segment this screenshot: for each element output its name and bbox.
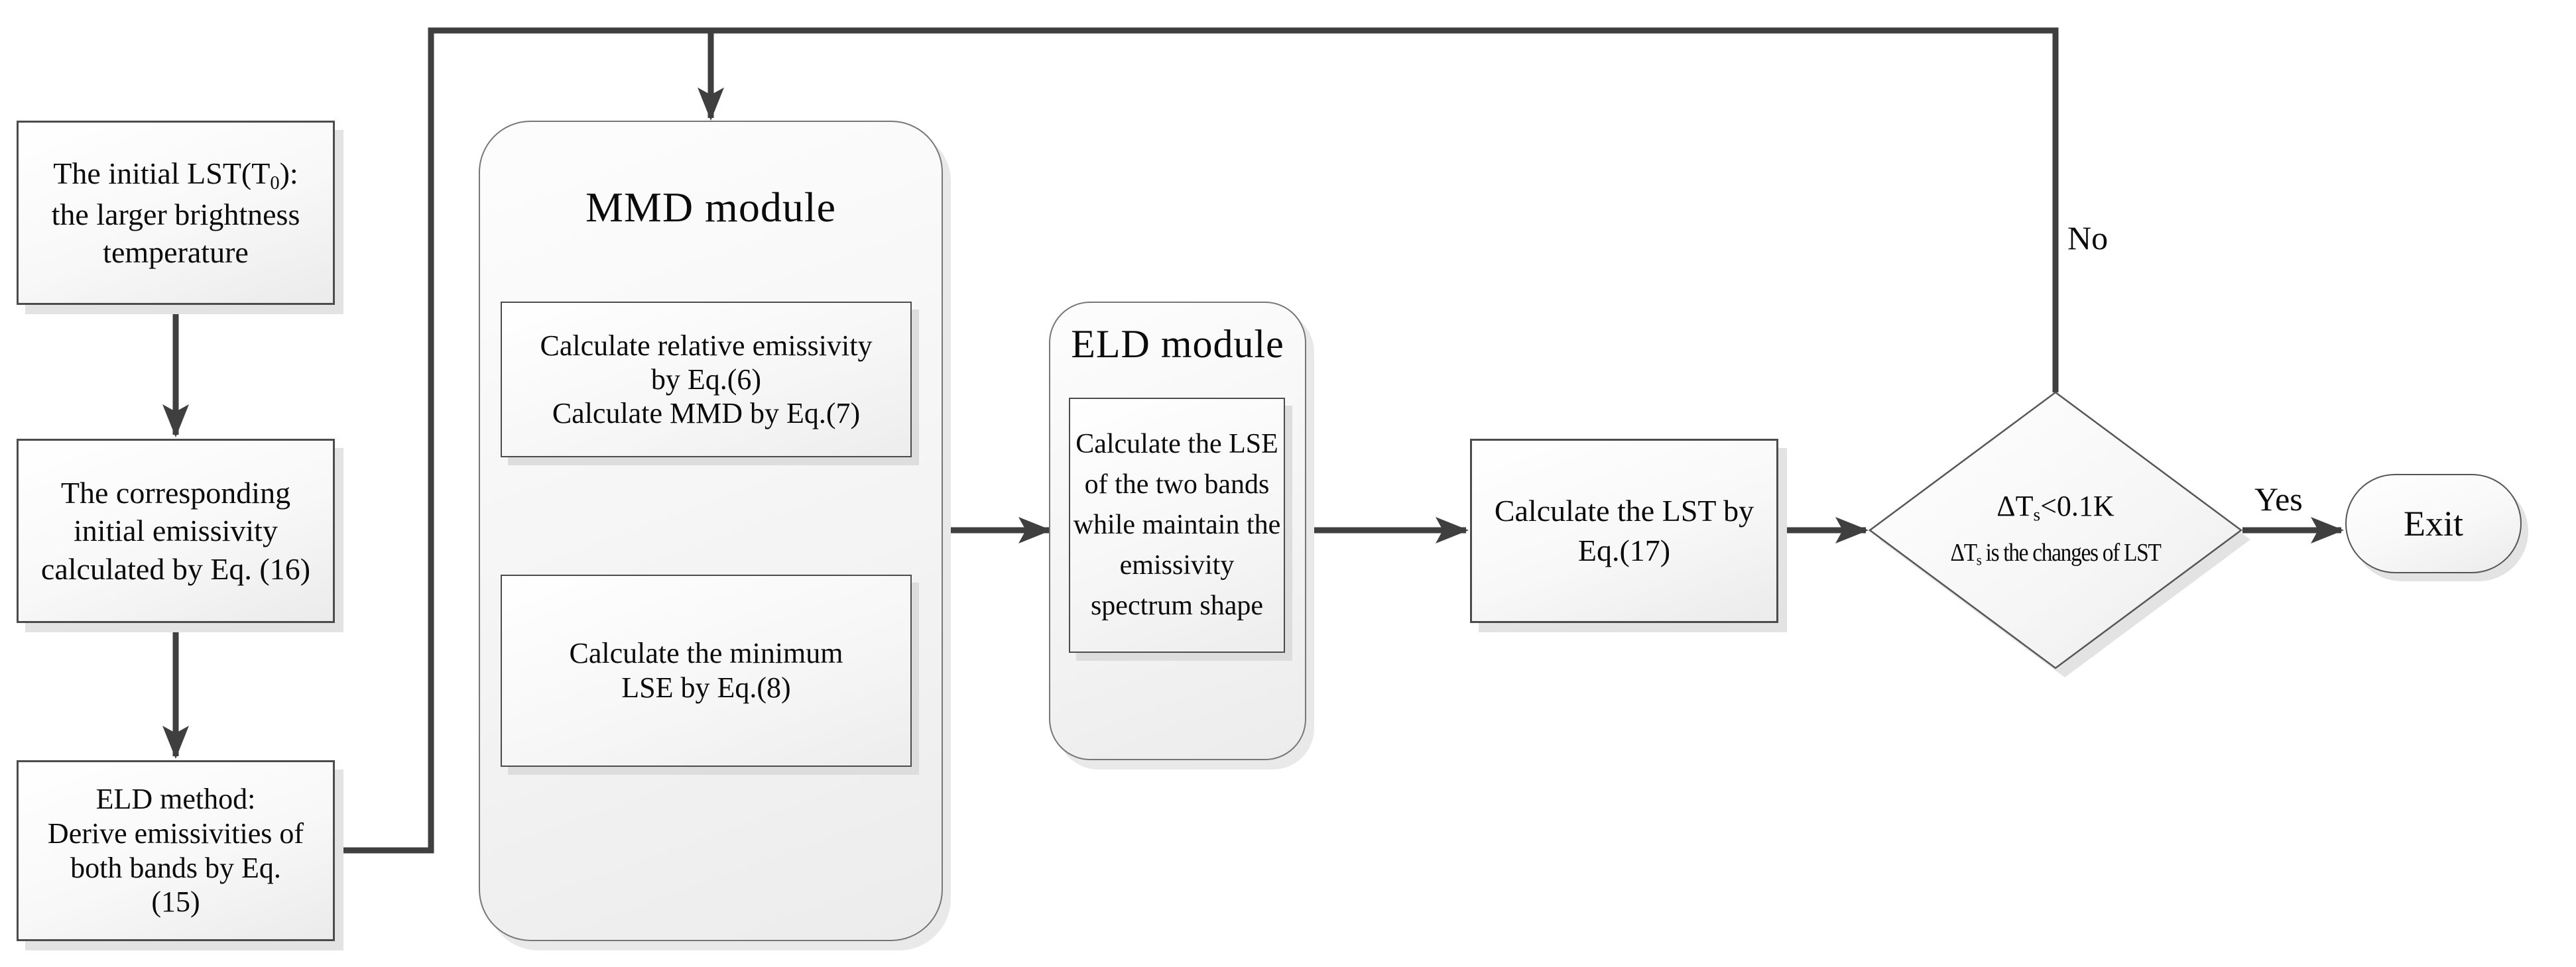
yes-branch-label: Yes — [2254, 481, 2303, 518]
box-text-line: ELD method: — [95, 782, 256, 815]
box-text-line: LSE by Eq.(8) — [621, 671, 791, 704]
decision-diamond — [1868, 391, 2243, 669]
subscript-s: s — [2033, 504, 2041, 525]
box-text-line: spectrum shape — [1090, 590, 1264, 621]
eld-module-title: ELD module — [1071, 322, 1284, 366]
box-text-line: the larger brightness — [51, 197, 300, 231]
box-text-line: Calculate relative emissivity — [540, 329, 873, 362]
box-text-line: The initial LST(T0): — [53, 156, 298, 194]
box-text-line: while maintain the — [1073, 510, 1281, 541]
initial-lst-box: The initial LST(T0): the larger brightne… — [17, 121, 335, 305]
feedback-loop-connector — [335, 27, 2059, 854]
no-branch-label: No — [2067, 219, 2109, 256]
box-text-line: calculated by Eq. (16) — [40, 551, 311, 586]
decision-note-text: ΔTs is the changes of LST — [1950, 539, 2162, 569]
box-text-line: initial emissivity — [74, 514, 278, 548]
box-text-line: of the two bands — [1084, 469, 1270, 500]
exit-terminator: Exit — [2345, 474, 2522, 573]
box-text-line: both bands by Eq. — [70, 851, 281, 884]
subscript-s: s — [1976, 551, 1982, 569]
box-text-line: The corresponding — [60, 476, 291, 510]
box-text-line: by Eq.(6) — [650, 363, 762, 396]
box-text-line: Calculate MMD by Eq.(7) — [552, 397, 861, 430]
mmd-module-title: MMD module — [585, 184, 836, 231]
subscript-zero: 0 — [270, 173, 280, 194]
calc-relative-emissivity-box: Calculate relative emissivity by Eq.(6) … — [501, 302, 912, 457]
calc-lse-two-bands-box: Calculate the LSE of the two bands while… — [1069, 398, 1285, 653]
box-text-line: Calculate the LST by — [1494, 494, 1754, 528]
exit-label: Exit — [2404, 504, 2463, 543]
box-text-line: Calculate the LSE — [1075, 429, 1278, 460]
initial-emissivity-box: The corresponding initial emissivity cal… — [17, 439, 335, 623]
eld-method-box: ELD method: Derive emissivities of both … — [17, 760, 335, 941]
box-text-line: temperature — [103, 235, 249, 269]
box-text-line: Calculate the minimum — [569, 637, 843, 670]
calculate-lst-box: Calculate the LST by Eq.(17) — [1470, 439, 1778, 623]
box-text-line: emissivity — [1119, 549, 1235, 581]
box-text-line: (15) — [151, 885, 200, 919]
calc-minimum-lse-box: Calculate the minimum LSE by Eq.(8) — [501, 575, 912, 767]
decision-condition-text: ΔTs<0.1K — [1996, 490, 2115, 525]
mmd-module-container: MMD module — [479, 121, 943, 941]
box-text-line: Eq.(17) — [1577, 534, 1671, 567]
box-text-line: Derive emissivities of — [47, 817, 304, 850]
